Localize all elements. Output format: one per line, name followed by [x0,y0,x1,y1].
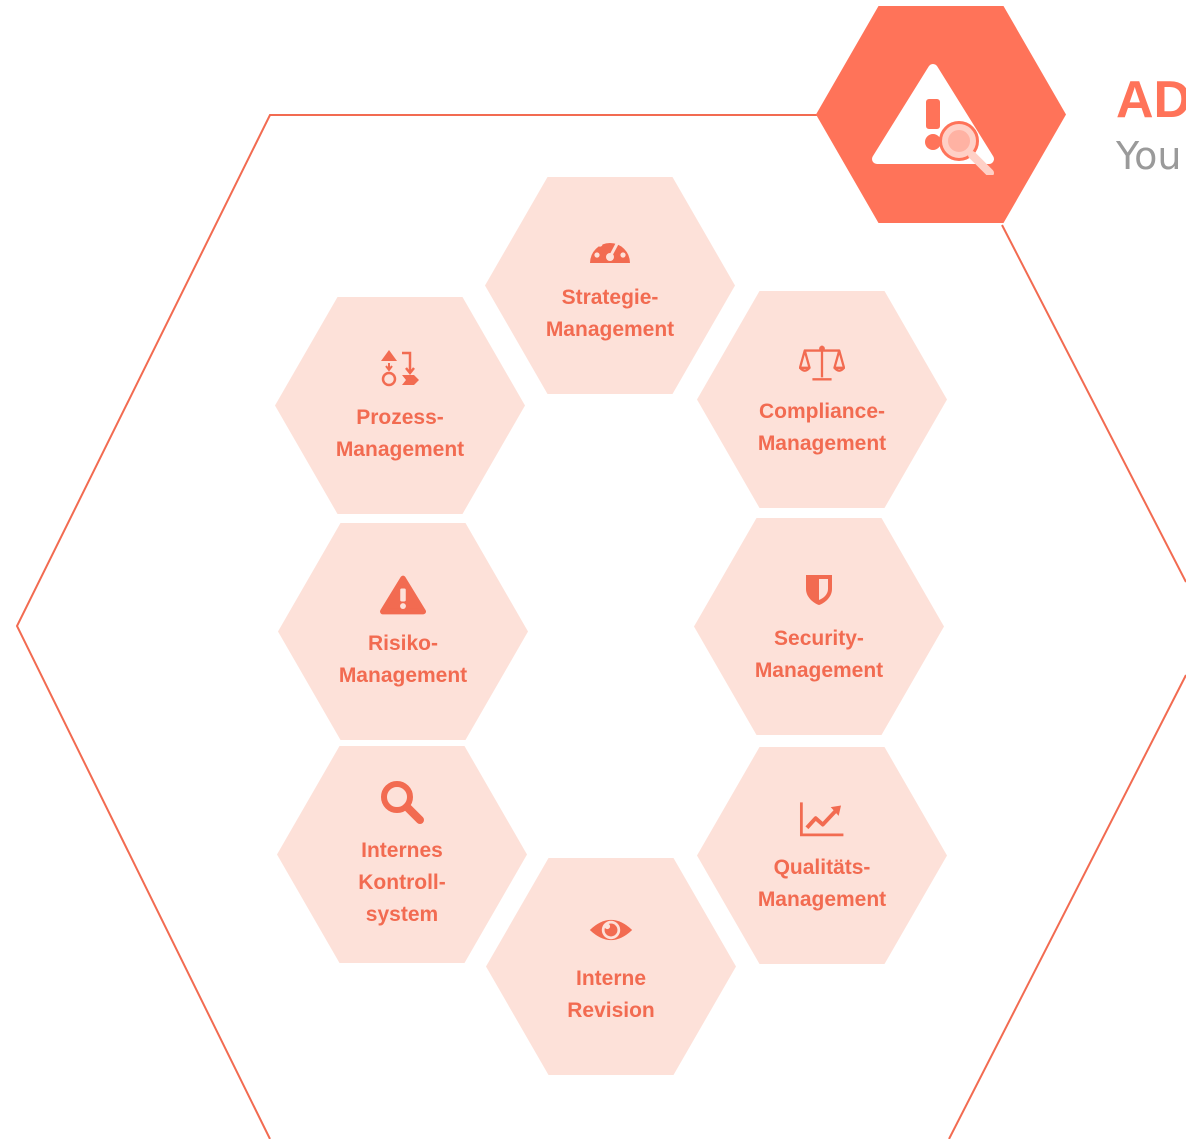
process-flow-icon [377,346,423,392]
warning-search-icon [872,63,994,175]
module-risiko-management[interactable]: Risiko- Management [278,523,528,740]
module-label: Prozess- Management [335,405,465,461]
line-chart-icon [799,796,845,842]
shield-icon [796,567,842,613]
module-label: Risiko- Management [338,631,468,687]
eye-icon [588,907,634,953]
module-internes-kontrollsystem[interactable]: Internes Kontroll- system [277,746,527,963]
brand-title: AD [1116,71,1186,129]
module-label: Strategie- Management [545,285,675,341]
module-label: Qualitäts- Management [757,855,887,911]
module-security-management[interactable]: Security- Management [694,518,944,735]
module-label: Security- Management [754,626,884,682]
balance-scale-icon [799,340,845,386]
module-label: Internes Kontroll- system [358,838,446,926]
module-compliance-management[interactable]: Compliance- Management [697,291,947,508]
module-strategie-management[interactable]: Strategie- Management [485,177,735,394]
gauge-icon [587,226,633,272]
brand-tagline: You [1116,134,1182,178]
module-label: Compliance- Management [757,399,887,455]
module-label: Interne Revision [567,966,655,1022]
search-icon [379,779,425,825]
module-qualitaets-management[interactable]: Qualitäts- Management [697,747,947,964]
warning-icon [380,572,426,618]
